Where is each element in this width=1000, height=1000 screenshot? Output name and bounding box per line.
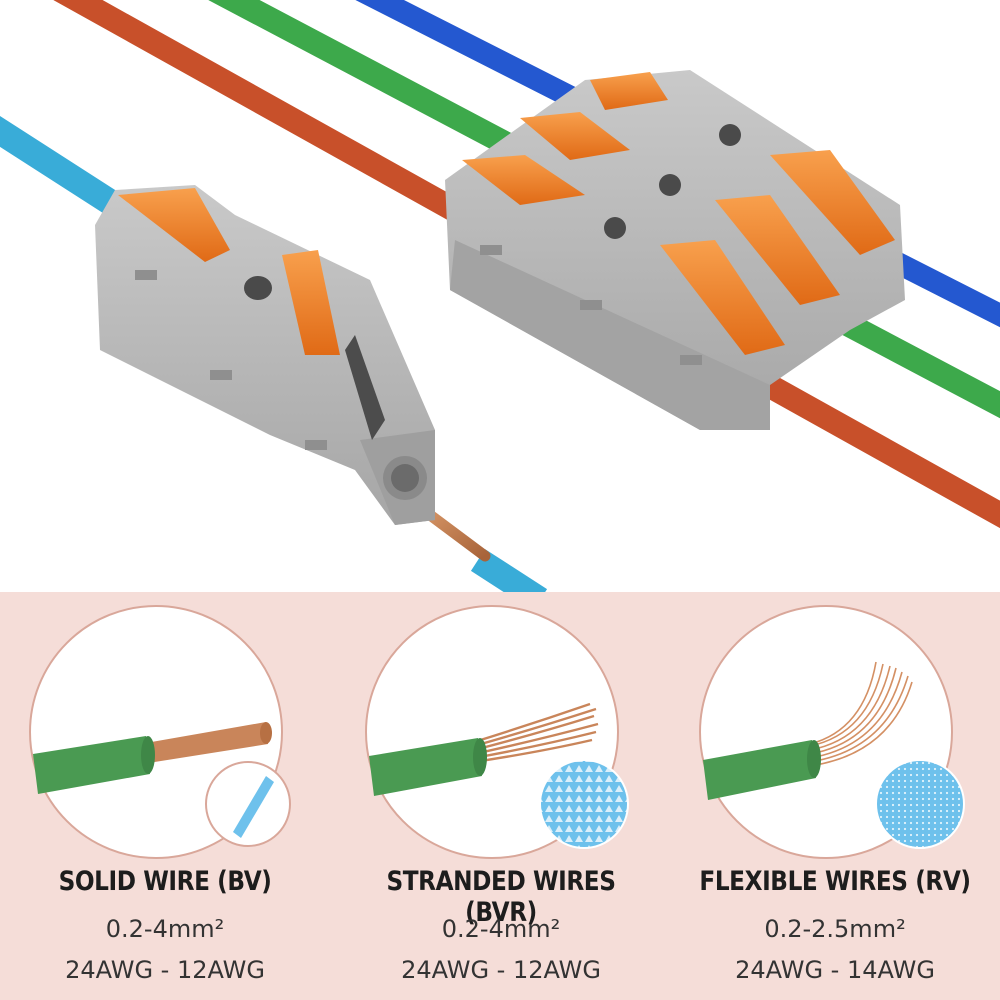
wire-type-card-solid: SOLID WIRE (BV) 0.2-4mm² 24AWG - 12AWG (0, 604, 330, 1000)
cyan-wire-left (0, 115, 143, 228)
wire-type-title: SOLID WIRE (BV) (58, 866, 272, 897)
connector-illustration (0, 0, 1000, 592)
wire-awg-range: 24AWG - 12AWG (65, 956, 265, 984)
stranded-wire-icon (364, 604, 629, 860)
wire-type-title: STRANDED WIRES (BVR) (386, 866, 616, 928)
wire-awg-range: 24AWG - 14AWG (735, 956, 935, 984)
wire-cross-section-range: 0.2-2.5mm² (764, 915, 906, 943)
solid-wire-icon (28, 604, 291, 860)
wire-type-card-flexible: FLEXIBLE WIRES (RV) 0.2-2.5mm² 24AWG - 1… (670, 604, 1000, 1000)
wire-awg-range: 24AWG - 12AWG (401, 956, 601, 984)
single-connector (95, 185, 435, 525)
wire-types-panel: SOLID WIRE (BV) 0.2-4mm² 24AWG - 12AWG (0, 592, 1000, 1000)
triple-connector (445, 70, 905, 430)
wire-cross-section-range: 0.2-4mm² (105, 915, 225, 943)
product-illustration (0, 0, 1000, 592)
flexible-wire-icon (698, 604, 965, 860)
wire-type-card-stranded: STRANDED WIRES (BVR) 0.2-4mm² 24AWG - 12… (336, 604, 666, 1000)
cyan-wire-bottom (470, 549, 548, 592)
wire-cross-section-range: 0.2-4mm² (441, 915, 561, 943)
wire-type-title: FLEXIBLE WIRES (RV) (699, 866, 971, 897)
